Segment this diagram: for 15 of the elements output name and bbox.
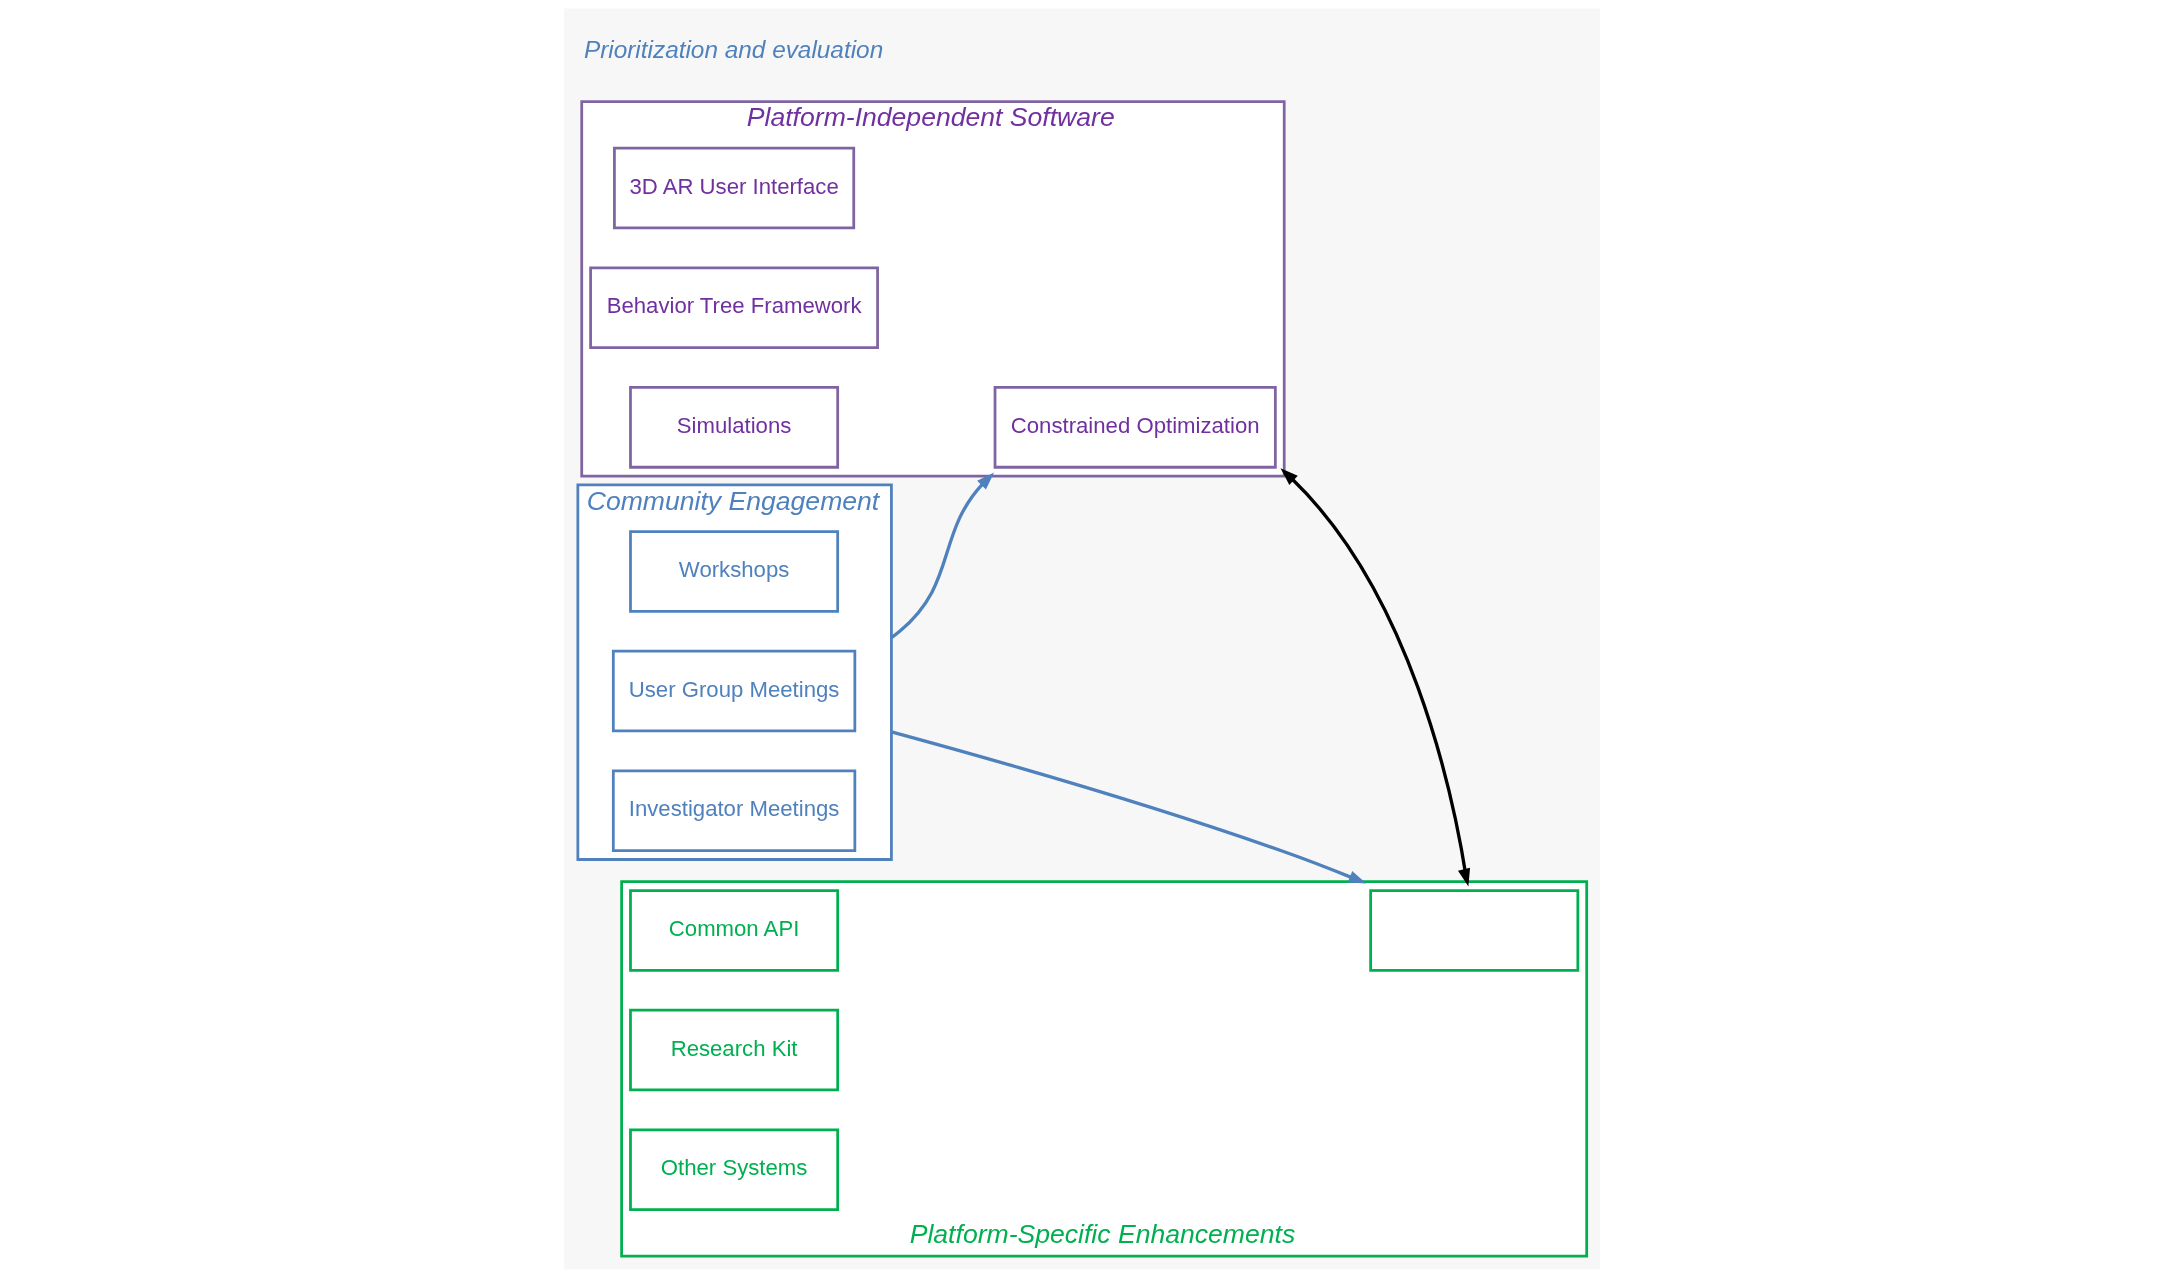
node-box: 3D AR User Interface bbox=[612, 146, 855, 230]
node-box: Common API bbox=[628, 889, 839, 972]
node-box: Constrained Optimization bbox=[993, 386, 1277, 469]
arrow bbox=[889, 472, 994, 639]
node-box: User Group Meetings bbox=[611, 649, 856, 733]
arrow bbox=[1280, 468, 1470, 887]
node-box: Research Kit bbox=[628, 1008, 839, 1092]
node-box bbox=[1368, 889, 1579, 972]
arrow bbox=[890, 730, 1366, 884]
node-box: Simulations bbox=[628, 386, 839, 469]
node-box: Behavior Tree Framework bbox=[588, 266, 879, 349]
label: Prioritization and evaluation bbox=[583, 35, 883, 63]
node-box: Investigator Meetings bbox=[611, 769, 856, 852]
node-box: Workshops bbox=[628, 530, 839, 613]
node-box: Other Systems bbox=[628, 1128, 839, 1211]
